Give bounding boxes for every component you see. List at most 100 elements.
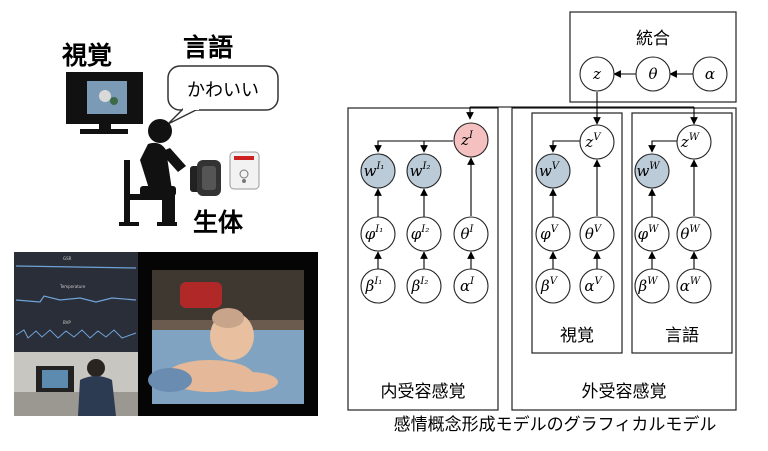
integration-box xyxy=(569,11,737,103)
speech-bubble: かわいい xyxy=(167,65,279,125)
node-phiI2: φI₂ xyxy=(406,216,442,252)
node-label: zI xyxy=(460,130,474,149)
node-wI1: wI₁ xyxy=(360,153,396,189)
node-label: wV xyxy=(539,161,561,180)
exteroception-box xyxy=(511,107,737,411)
node-circle xyxy=(453,216,489,252)
node-theta: θ xyxy=(635,56,671,92)
node-betaW: βW xyxy=(634,268,670,304)
node-betaV: βV xyxy=(535,268,571,304)
monitor-temp-label: Temperature xyxy=(59,284,86,289)
node-circle xyxy=(360,153,396,189)
node-label: βV xyxy=(540,276,559,295)
illustration-panel: 視覚 言語 かわいい xyxy=(14,33,318,416)
node-circle xyxy=(360,268,396,304)
node-circle xyxy=(406,216,442,252)
node-wW: wW xyxy=(634,153,670,189)
speech-bubble-text: かわいい xyxy=(187,80,259,101)
nodes: z θ α zI wI₁ wI₂ φI₁ φI₂ θI βI₁ βI₂ αI zV wV φV θV βV αV z… xyxy=(360,56,728,304)
node-alphaI: αI xyxy=(453,268,489,304)
node-thetaW: θW xyxy=(676,216,712,252)
node-circle xyxy=(406,153,442,189)
node-label: zW xyxy=(680,132,700,151)
interoception-label: 内受容感覚 xyxy=(381,382,466,402)
node-zV: zV xyxy=(579,124,615,160)
node-circle xyxy=(360,216,396,252)
node-circle xyxy=(453,122,489,158)
language-box xyxy=(631,112,733,354)
language-box-label: 言語 xyxy=(665,326,699,346)
node-label: φI₂ xyxy=(411,224,429,243)
node-label: αI xyxy=(460,276,475,295)
node-z: z xyxy=(579,56,615,92)
node-zI: zI xyxy=(453,122,489,158)
node-betaI2: βI₂ xyxy=(406,268,442,304)
node-circle xyxy=(535,268,571,304)
node-zW: zW xyxy=(676,124,712,160)
node-label: wI₁ xyxy=(364,161,385,180)
monitor-icon xyxy=(66,72,143,134)
node-alphaV: αV xyxy=(579,268,615,304)
node-label: θW xyxy=(680,224,700,243)
node-phiV: φV xyxy=(535,216,571,252)
node-circle xyxy=(676,124,712,160)
language-label: 言語 xyxy=(183,33,233,62)
lab-photo: GSR Temperature BVP xyxy=(14,252,138,416)
node-label: zV xyxy=(584,132,602,151)
node-label: αW xyxy=(680,276,701,295)
edges xyxy=(374,70,698,270)
node-circle xyxy=(535,153,571,189)
node-thetaI: θI xyxy=(453,216,489,252)
node-circle xyxy=(453,268,489,304)
node-label: φW xyxy=(638,224,660,243)
node-circle xyxy=(579,216,615,252)
node-alpha: α xyxy=(692,56,728,92)
vision-box-label: 視覚 xyxy=(560,326,594,346)
node-circle xyxy=(676,268,712,304)
sensor-device-icon xyxy=(229,151,260,190)
node-phiW: φW xyxy=(634,216,670,252)
node-alphaW: αW xyxy=(676,268,712,304)
node-circle xyxy=(579,268,615,304)
node-circle xyxy=(634,216,670,252)
node-label: βI₁ xyxy=(365,276,383,295)
node-label: θV xyxy=(585,224,603,243)
vision-label: 視覚 xyxy=(62,41,112,70)
node-circle xyxy=(406,268,442,304)
node-label: φI₁ xyxy=(365,224,383,243)
node-label: αV xyxy=(584,276,603,295)
node-label: z xyxy=(592,65,601,83)
node-circle xyxy=(535,216,571,252)
exteroception-label: 外受容感覚 xyxy=(582,382,667,402)
interoception-box xyxy=(347,107,499,411)
node-wI2: wI₂ xyxy=(406,153,442,189)
node-circle xyxy=(692,56,728,92)
node-label: βI₂ xyxy=(411,276,429,295)
person-icon xyxy=(119,119,186,226)
node-circle xyxy=(634,153,670,189)
integration-label: 統合 xyxy=(636,29,670,49)
node-label: βW xyxy=(638,276,659,295)
node-circle xyxy=(635,56,671,92)
node-thetaV: θV xyxy=(579,216,615,252)
monitor-gsr-label: GSR xyxy=(63,256,72,261)
monitor-bvp-label: BVP xyxy=(63,320,71,325)
node-circle xyxy=(676,216,712,252)
figure-caption: 感情概念形成モデルのグラフィカルモデル xyxy=(394,414,717,435)
node-label: φV xyxy=(540,224,560,243)
node-circle xyxy=(634,268,670,304)
graphical-model: 統合 内受容感覚 外受容感覚 視覚 言語 xyxy=(347,11,737,411)
node-label: wI₂ xyxy=(410,161,431,180)
body-label: 生体 xyxy=(193,208,244,237)
wristband-icon xyxy=(190,160,221,196)
node-phiI1: φI₁ xyxy=(360,216,396,252)
node-label: θI xyxy=(461,224,475,243)
node-label: θ xyxy=(648,65,657,83)
node-circle xyxy=(579,56,615,92)
node-wV: wV xyxy=(535,153,571,189)
node-betaI1: βI₁ xyxy=(360,268,396,304)
node-label: α xyxy=(705,65,715,83)
vision-box xyxy=(531,112,623,354)
baby-photo xyxy=(138,252,318,416)
